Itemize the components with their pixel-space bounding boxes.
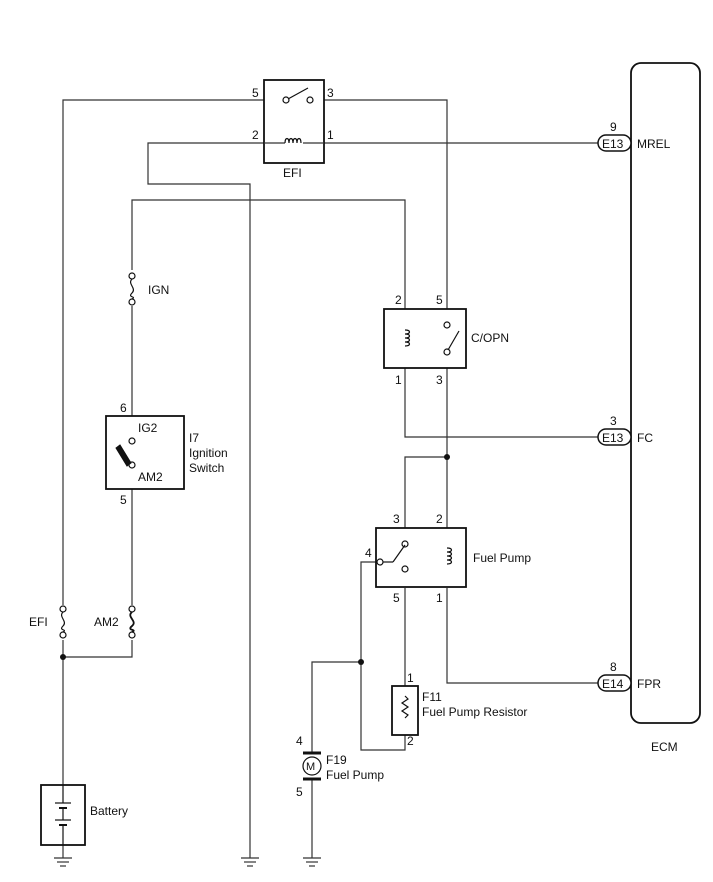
ign-fuse-label: IGN — [148, 283, 169, 297]
ecm-terminal-fc: E13 3 FC — [597, 414, 653, 446]
motor-icon — [302, 756, 322, 776]
fp-relay-label: Fuel Pump — [473, 551, 531, 565]
efi-relay: 5 3 2 1 EFI — [252, 79, 334, 180]
motor-symbol: M — [306, 761, 315, 773]
fp-relay-pin-3: 3 — [393, 512, 400, 526]
copn-pin-1: 1 — [395, 373, 402, 387]
efi-relay-pin-1: 1 — [327, 128, 334, 142]
fp-relay-pin-2: 2 — [436, 512, 443, 526]
resistor-ref: F11 — [422, 690, 442, 704]
wires — [60, 99, 598, 858]
wire-motor-in — [311, 661, 361, 752]
terminal-connector: E13 — [602, 431, 624, 445]
battery-label: Battery — [90, 804, 128, 818]
wire-fpr — [446, 588, 598, 684]
fp-relay-pin-1: 1 — [436, 591, 443, 605]
fusible-link-icon — [129, 611, 135, 633]
copn-pin-5: 5 — [436, 293, 443, 307]
copn-relay: 2 5 1 3 C/OPN — [383, 293, 509, 387]
motor-name: Fuel Pump — [326, 768, 384, 782]
switch-contact-icon — [287, 87, 309, 100]
motor-pin-5: 5 — [296, 785, 303, 799]
terminal-pin: 3 — [610, 414, 617, 428]
switch-contact-icon — [392, 544, 406, 563]
wire-fp-relay-3 — [404, 456, 447, 528]
copn-pin-3: 3 — [436, 373, 443, 387]
junction-dot — [358, 659, 364, 665]
copn-pin-2: 2 — [395, 293, 402, 307]
wire-efi-relay-feed — [62, 99, 264, 605]
wire-efi-coil-ground — [147, 142, 264, 858]
terminal-pin: 8 — [610, 660, 617, 674]
am2-fuse-label: AM2 — [94, 615, 119, 629]
terminal-signal: FPR — [637, 677, 661, 691]
wire-fc — [404, 368, 598, 438]
efi-fuse: EFI — [29, 605, 67, 639]
ignition-terminal-am2: AM2 — [138, 470, 163, 484]
fuel-pump-relay: 3 2 4 5 1 Fuel Pump — [365, 512, 531, 605]
ignition-switch-name-line1: Ignition — [189, 446, 228, 460]
fp-relay-pin-4: 4 — [365, 546, 372, 560]
ecm-terminal-fpr: E14 8 FPR — [597, 660, 661, 692]
fuel-pump-motor: M 4 5 F19 Fuel Pump — [296, 734, 384, 799]
am2-fuse: AM2 — [94, 605, 136, 639]
fuse-icon — [129, 278, 135, 300]
switch-contact-icon — [447, 330, 460, 351]
junction-dot — [444, 454, 450, 460]
terminal-signal: FC — [637, 431, 653, 445]
grounds — [54, 857, 321, 867]
fuel-pump-resistor: 1 2 F11 Fuel Pump Resistor — [391, 671, 527, 748]
battery: Battery — [40, 784, 128, 846]
junction-dot — [60, 654, 66, 660]
coil-icon — [284, 137, 302, 144]
resistor-name: Fuel Pump Resistor — [422, 705, 527, 719]
ignition-switch-ref: I7 — [189, 431, 199, 445]
ecm: ECM E13 9 MREL E13 3 FC E14 8 FPR — [597, 62, 701, 754]
ignition-switch-name-line2: Switch — [189, 461, 224, 475]
ignition-pin-6: 6 — [120, 401, 127, 415]
ign-fuse: IGN — [128, 272, 169, 306]
ignition-pin-5: 5 — [120, 493, 127, 507]
motor-pin-4: 4 — [296, 734, 303, 748]
ground-symbol-motor — [303, 857, 321, 867]
ground-symbol-efi-coil — [241, 857, 259, 867]
terminal-connector: E13 — [602, 137, 624, 151]
terminal-signal: MREL — [637, 137, 671, 151]
terminal-pin: 9 — [610, 120, 617, 134]
key-switch-icon — [115, 444, 132, 467]
fp-relay-pin-5: 5 — [393, 591, 400, 605]
copn-relay-label: C/OPN — [471, 331, 509, 345]
motor-ref: F19 — [326, 753, 347, 767]
efi-relay-pin-3: 3 — [327, 86, 334, 100]
efi-relay-label: EFI — [283, 166, 302, 180]
ecm-terminal-mrel: E13 9 MREL — [597, 120, 671, 152]
wire-efi-relay-out — [324, 99, 448, 312]
resistor-pin-1: 1 — [407, 671, 414, 685]
resistor-icon — [400, 695, 410, 719]
fuse-icon — [60, 611, 66, 633]
efi-fuse-label: EFI — [29, 615, 48, 629]
ground-symbol-battery — [54, 857, 72, 867]
ignition-terminal-ig2: IG2 — [138, 421, 158, 435]
wire-am2-to-battery — [63, 640, 133, 658]
terminal-connector: E14 — [602, 677, 624, 691]
wire-ign — [131, 199, 406, 312]
ignition-switch: 6 IG2 AM2 5 I7 Ignition Switch — [105, 401, 228, 507]
coil-icon — [446, 547, 453, 565]
efi-relay-pin-2: 2 — [252, 128, 259, 142]
efi-relay-pin-5: 5 — [252, 86, 259, 100]
ecm-label: ECM — [651, 740, 678, 754]
wire-resistor-out — [360, 561, 406, 751]
resistor-pin-2: 2 — [407, 734, 414, 748]
coil-icon — [404, 329, 411, 347]
